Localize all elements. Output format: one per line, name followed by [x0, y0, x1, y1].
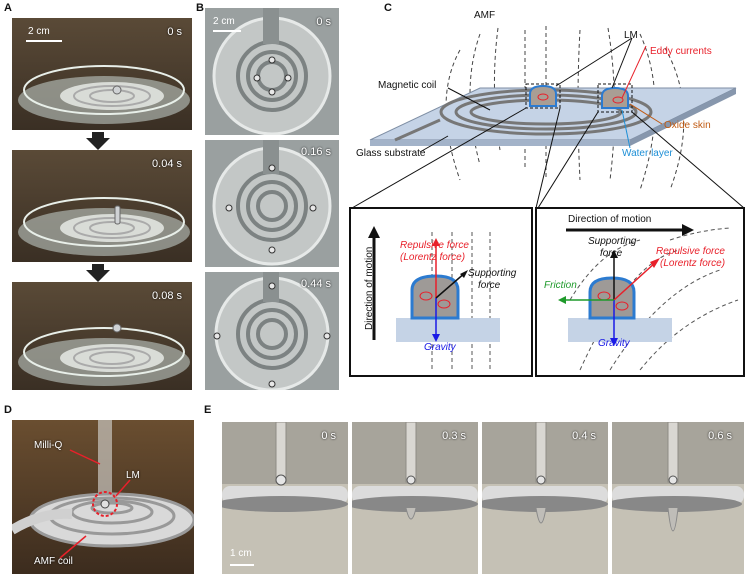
repulsive-force-label: Repulsive force — [656, 246, 725, 257]
arrow-icon — [613, 261, 657, 301]
inset-right — [535, 207, 745, 377]
panel-d-photo: Milli-Q LM AMF coil — [12, 420, 194, 574]
supporting-force-label: Supporting — [588, 236, 637, 247]
panel-label-b: B — [196, 2, 204, 14]
timestamp: 0.08 s — [152, 290, 182, 302]
panel-b-photo-1: 2 cm 0 s — [205, 8, 339, 135]
scale-bar — [230, 564, 254, 566]
magnetic-coil-label: Magnetic coil — [378, 80, 437, 91]
panel-e-photo-4: 0.6 s — [612, 422, 744, 574]
petri-dish-illustration — [213, 272, 331, 390]
panel-a-photo-2: 0.04 s — [12, 150, 192, 262]
lm-droplet — [597, 83, 633, 113]
gravity-label: Gravity — [424, 342, 456, 353]
petri-dish-illustration — [18, 65, 190, 124]
amf-coil-illustration — [12, 420, 194, 559]
timestamp: 0.3 s — [442, 430, 466, 442]
lorentz-force-label: (Lorentz force) — [400, 252, 466, 263]
lm-droplet — [525, 83, 561, 109]
schematic-diagram — [349, 26, 745, 377]
petri-dish-illustration — [212, 8, 332, 135]
petri-dish-illustration — [212, 140, 332, 266]
panel-label-d: D — [4, 404, 12, 416]
panel-label-c: C — [384, 2, 392, 14]
timestamp: 0.16 s — [301, 146, 331, 158]
supporting-force-label-2: force — [600, 248, 623, 259]
arrow-icon — [435, 271, 467, 299]
water-layer-label: Water layer — [622, 148, 673, 159]
panel-label-a: A — [4, 2, 12, 14]
panel-e-photo-3: 0.4 s — [482, 422, 608, 574]
timestamp: 0 s — [167, 26, 182, 38]
timestamp: 0.04 s — [152, 158, 182, 170]
eddy-currents-label: Eddy currents — [650, 46, 712, 57]
down-arrow-icon — [86, 264, 110, 287]
timestamp: 0 s — [321, 430, 336, 442]
supporting-force-label-2: force — [478, 280, 501, 291]
levitation-illustration — [482, 422, 608, 574]
down-arrow-icon — [86, 132, 110, 155]
petri-dish-illustration — [18, 197, 190, 256]
timestamp: 0.6 s — [708, 430, 732, 442]
scale-bar — [213, 30, 241, 32]
scale-bar-label: 2 cm — [213, 16, 235, 27]
scale-bar-label: 1 cm — [230, 548, 252, 559]
levitation-illustration — [612, 422, 744, 574]
glass-substrate-label: Glass substrate — [356, 148, 426, 159]
panel-e-photo-1: 0 s 1 cm — [222, 422, 348, 574]
levitation-illustration — [222, 422, 348, 574]
oxide-skin-label: Oxide skin — [664, 120, 711, 131]
panel-e-photo-2: 0.3 s — [352, 422, 478, 574]
direction-of-motion-label: Direction of motion — [364, 246, 375, 330]
panel-b-photo-2: 0.16 s — [205, 140, 339, 267]
gravity-label: Gravity — [598, 338, 630, 349]
lorentz-force-label: (Lorentz force) — [660, 258, 726, 269]
lm-droplet — [410, 274, 460, 320]
levitation-illustration — [352, 422, 478, 574]
panel-a-photo-1: 2 cm 0 s — [12, 18, 192, 130]
timestamp: 0.44 s — [301, 278, 331, 290]
lm-droplet — [588, 276, 636, 320]
scale-bar-label: 2 cm — [28, 26, 50, 37]
amf-label: AMF — [474, 10, 496, 21]
repulsive-force-label: Repulsive force — [400, 240, 469, 251]
scale-bar — [26, 40, 62, 42]
supporting-force-label: Supporting — [468, 268, 517, 279]
panel-b-photo-3: 0.44 s — [205, 272, 339, 390]
amf-coil-label: AMF coil — [34, 556, 73, 567]
lm-label: LM — [126, 470, 140, 481]
milli-q-label: Milli-Q — [34, 440, 63, 451]
direction-of-motion-label: Direction of motion — [568, 214, 652, 225]
panel-label-e: E — [204, 404, 212, 416]
timestamp: 0 s — [316, 16, 331, 28]
petri-dish-illustration — [18, 323, 190, 386]
lm-label: LM — [624, 30, 638, 41]
timestamp: 0.4 s — [572, 430, 596, 442]
friction-label: Friction — [544, 280, 577, 291]
panel-a-photo-3: 0.08 s — [12, 282, 192, 390]
